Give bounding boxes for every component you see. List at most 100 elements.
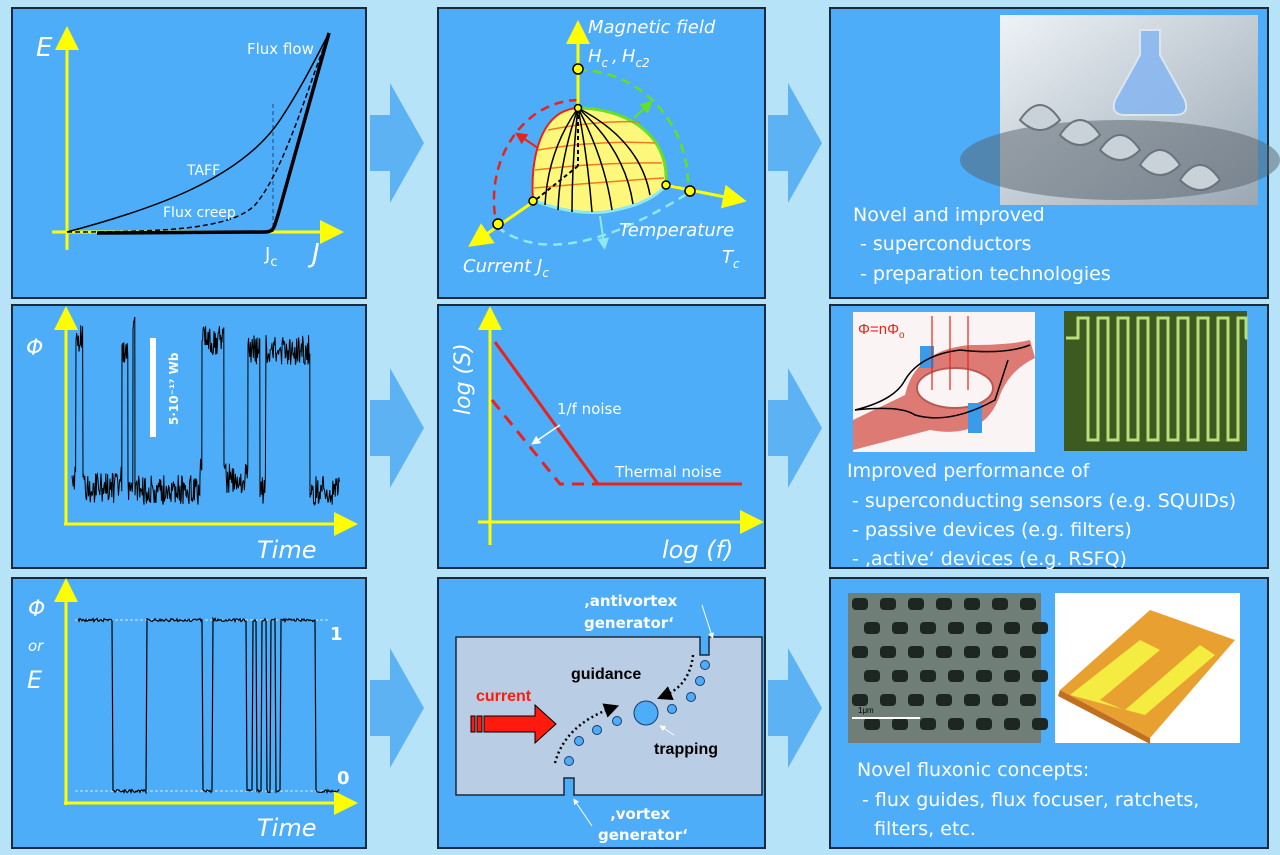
antidot-hole <box>992 694 1008 706</box>
y-axis-label-e: E <box>27 666 43 694</box>
arrow-right-icon <box>768 83 822 203</box>
materials-item: - preparation technologies <box>860 263 1111 285</box>
antidot-hole <box>992 598 1008 610</box>
concepts-title: Novel fluxonic concepts: <box>857 759 1089 781</box>
antidot-hole <box>908 598 924 610</box>
vortex-label: generator‘ <box>598 826 688 844</box>
antidot-hole <box>1004 670 1020 682</box>
arrow-right-icon <box>370 368 424 488</box>
current-label: current <box>476 688 532 705</box>
panel-materials: Novel and improved - superconductors - p… <box>829 7 1280 299</box>
y-axis-label: log (S) <box>451 343 476 415</box>
antidot-hole <box>948 670 964 682</box>
y-axis-label-phi: Φ <box>28 597 45 622</box>
flow-arrows <box>370 83 822 768</box>
materials-title: Novel and improved <box>853 204 1045 226</box>
flux-guide-image <box>1055 593 1240 744</box>
scale-bar-label: 5·10⁻¹⁷ Wb <box>167 352 181 425</box>
antidot-hole <box>936 646 952 658</box>
temperature-label: Temperature <box>619 220 734 241</box>
devices-title: Improved performance of <box>847 460 1091 482</box>
vortex-label: ‚vortex <box>610 805 671 823</box>
arrow-right-icon <box>370 83 424 203</box>
panel-critical-surface: Magnetic field Hc,Hc2 Temperature Tc Cur… <box>437 7 766 299</box>
antidot-hole <box>852 646 868 658</box>
sem-scale-label: 1μm <box>858 706 874 715</box>
panel-ej-curve: E J Jc Flux flow TAFF Flux creep <box>11 7 367 299</box>
antidot-hole <box>976 718 992 730</box>
trapped-vortex <box>633 700 659 726</box>
panel-fluxonic-concepts: 1μm Novel fluxonic concepts: - flux guid… <box>829 577 1269 849</box>
antidot-hole <box>908 694 924 706</box>
antidot-hole <box>992 646 1008 658</box>
antidot-hole <box>1020 694 1036 706</box>
antidot-hole <box>1032 670 1048 682</box>
flux-noise-trace <box>71 316 340 507</box>
squid-illustration: Φ=nΦo <box>853 312 1035 452</box>
antidot-sem-image: 1μm <box>848 593 1048 743</box>
antidot-hole <box>1032 622 1048 634</box>
panel-devices: Φ=nΦo Improved performance of - supercon… <box>829 304 1269 570</box>
flux-quantization-label: Φ=nΦo <box>858 321 905 341</box>
guidance-label: guidance <box>571 666 641 683</box>
x-axis-label: Time <box>257 814 316 842</box>
antidot-hole <box>964 694 980 706</box>
antidot-hole <box>920 718 936 730</box>
antidot-hole <box>864 670 880 682</box>
current-arrow-icon <box>470 703 557 745</box>
antidot-hole <box>1004 622 1020 634</box>
y-axis-label-or: or <box>28 637 44 655</box>
antidot-hole <box>948 622 964 634</box>
flux-flow-label: Flux flow <box>247 40 314 58</box>
antidot-hole <box>948 718 964 730</box>
devices-item: - superconducting sensors (e.g. SQUIDs) <box>852 490 1236 512</box>
panel-flux-noise-trace: 5·10⁻¹⁷ Wb Φ Time <box>11 304 367 569</box>
panel-noise-spectrum: log (S) log (f) 1/f noise Thermal noise <box>437 304 766 569</box>
switching-trace <box>77 616 340 795</box>
jc-label: Jc <box>264 244 277 270</box>
level-high-label: 1 <box>330 624 343 645</box>
antidot-hole <box>976 670 992 682</box>
tc-label: Tc <box>722 247 740 271</box>
antidot-hole <box>864 622 880 634</box>
antidot-hole <box>936 598 952 610</box>
y-axis-label: E <box>36 33 53 63</box>
antidot-hole <box>852 598 868 610</box>
antidot-hole <box>1020 598 1036 610</box>
arrow-right-icon <box>370 648 424 768</box>
panel-fluxonics: ‚antivortex generator‘ guidance current … <box>437 577 766 849</box>
arrow-right-icon <box>768 648 822 768</box>
filter-photo <box>1064 311 1248 451</box>
antidot-hole <box>964 598 980 610</box>
antidot-hole <box>880 646 896 658</box>
antidot-hole <box>920 622 936 634</box>
antidot-hole <box>852 694 868 706</box>
antidot-hole <box>864 718 880 730</box>
taff-label: TAFF <box>186 163 220 179</box>
antidot-hole <box>976 622 992 634</box>
antidot-hole <box>1020 646 1036 658</box>
trapping-label: trapping <box>654 741 718 758</box>
current-jc-label: Current Jc <box>463 256 549 280</box>
concepts-item: filters, etc. <box>862 818 976 840</box>
materials-item: - superconductors <box>860 233 1031 255</box>
one-over-f-label: 1/f noise <box>557 400 622 418</box>
antidot-hole <box>892 670 908 682</box>
y-axis-label: Φ <box>26 336 43 361</box>
thermal-noise-label: Thermal noise <box>614 463 721 481</box>
x-axis-label: log (f) <box>662 536 733 564</box>
panel-switching: Φ or E Time 1 0 <box>11 577 367 849</box>
magnetic-field-label: Magnetic field <box>588 17 716 38</box>
antivortex-label: generator‘ <box>584 614 674 632</box>
arrow-right-icon <box>768 368 822 488</box>
x-axis-label: Time <box>257 536 316 564</box>
antidot-hole <box>964 646 980 658</box>
antidot-hole <box>892 622 908 634</box>
hc-label: Hc,Hc2 <box>588 46 650 70</box>
level-low-label: 0 <box>337 768 350 789</box>
materials-photo <box>960 15 1280 205</box>
devices-item: - ‚active‘ devices (e.g. RSFQ) <box>852 548 1127 570</box>
antidot-hole <box>1032 718 1048 730</box>
